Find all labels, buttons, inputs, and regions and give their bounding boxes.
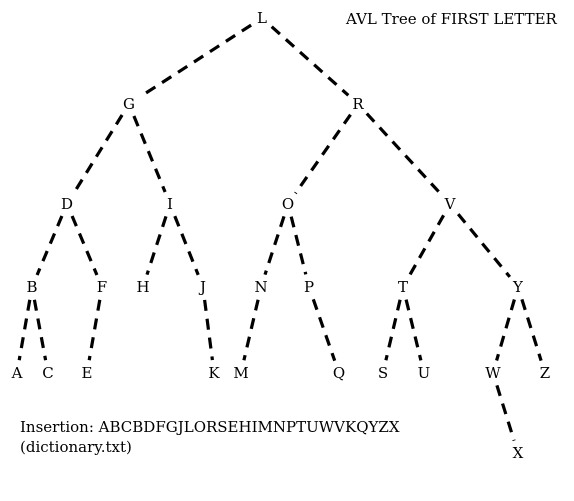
node-q: Q	[333, 364, 345, 382]
node-p: P	[304, 278, 314, 296]
node-w: W	[485, 364, 501, 382]
edge-v-t	[408, 214, 445, 277]
edge-t-u	[404, 299, 423, 361]
node-c: C	[42, 364, 53, 382]
edge-g-i	[132, 115, 167, 193]
node-e: E	[82, 364, 93, 382]
edge-p-q	[311, 298, 337, 362]
node-i: I	[167, 195, 173, 213]
edge-w-x	[495, 384, 516, 442]
node-y: Y	[512, 278, 524, 296]
edge-i-h	[145, 215, 168, 276]
node-j: J	[198, 278, 206, 296]
edge-r-o	[294, 113, 352, 195]
node-a: A	[11, 364, 23, 382]
edge-l-g	[139, 23, 252, 99]
edge-l-r	[270, 25, 350, 97]
edge-g-d	[72, 114, 124, 194]
edge-t-s	[384, 299, 402, 361]
node-m: M	[233, 364, 248, 382]
node-u: U	[418, 364, 431, 382]
node-n: N	[254, 278, 267, 296]
edge-d-f	[70, 215, 99, 276]
edge-i-j	[173, 215, 200, 276]
insertion-sequence: Insertion: ABCBDFGJLORSEHIMNPTUWVKQYZX	[20, 418, 400, 436]
edge-o-n	[263, 215, 286, 276]
edge-y-w	[495, 299, 516, 361]
edge-o-p	[289, 216, 308, 275]
node-z: Z	[540, 364, 550, 382]
node-f: F	[97, 278, 107, 296]
node-d: D	[61, 195, 73, 213]
node-l: L	[257, 9, 267, 27]
node-k: K	[208, 364, 220, 382]
node-s: S	[378, 364, 388, 382]
node-v: V	[444, 195, 457, 213]
node-x: X	[513, 444, 524, 462]
node-t: T	[398, 278, 408, 296]
edge-n-m	[242, 299, 260, 361]
node-g: G	[123, 95, 135, 113]
edge-y-z	[520, 298, 543, 362]
node-b: B	[26, 278, 37, 296]
edge-r-v	[365, 112, 443, 196]
source-file-label: (dictionary.txt)	[20, 438, 132, 456]
edge-d-b	[35, 215, 64, 276]
edge-b-c	[32, 299, 48, 361]
node-r: R	[352, 95, 364, 113]
diagram-title: AVL Tree of FIRST LETTER	[346, 10, 557, 28]
edge-f-e	[87, 299, 102, 361]
edge-b-a	[17, 299, 32, 361]
node-h: H	[136, 278, 149, 296]
edge-j-k	[203, 299, 214, 361]
tree-edges	[17, 23, 543, 442]
insertion-caption: Insertion: ABCBDFGJLORSEHIMNPTUWVKQYZX (…	[20, 417, 400, 457]
edge-v-y	[456, 213, 512, 278]
node-o: O	[282, 195, 294, 213]
